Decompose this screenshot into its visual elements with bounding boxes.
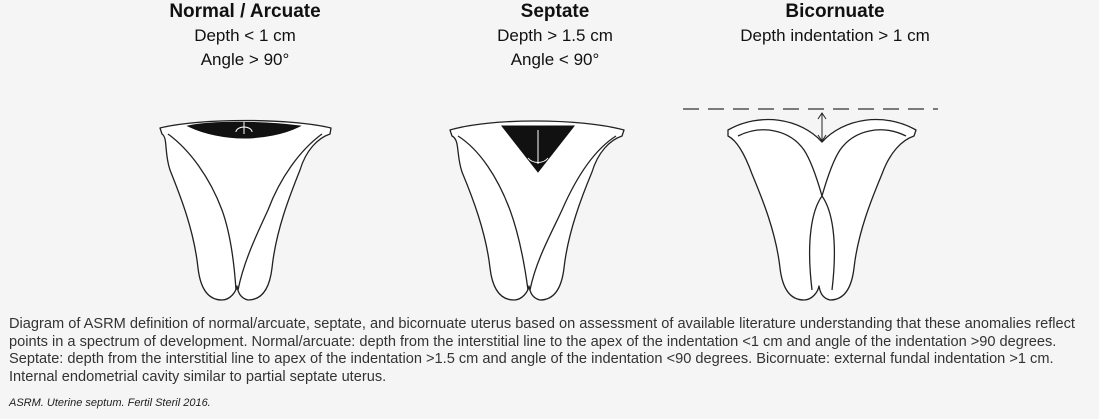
figure-caption: Diagram of ASRM definition of normal/arc…	[9, 316, 1091, 386]
citation: ASRM. Uterine septum. Fertil Steril 2016…	[9, 397, 211, 409]
uterus-outline	[728, 120, 916, 300]
septate-uterus-illustration	[450, 121, 624, 300]
bicornuate-uterus-illustration	[683, 109, 938, 300]
normal-arcuate-uterus-illustration	[160, 121, 331, 301]
uterus-outline	[160, 121, 331, 301]
